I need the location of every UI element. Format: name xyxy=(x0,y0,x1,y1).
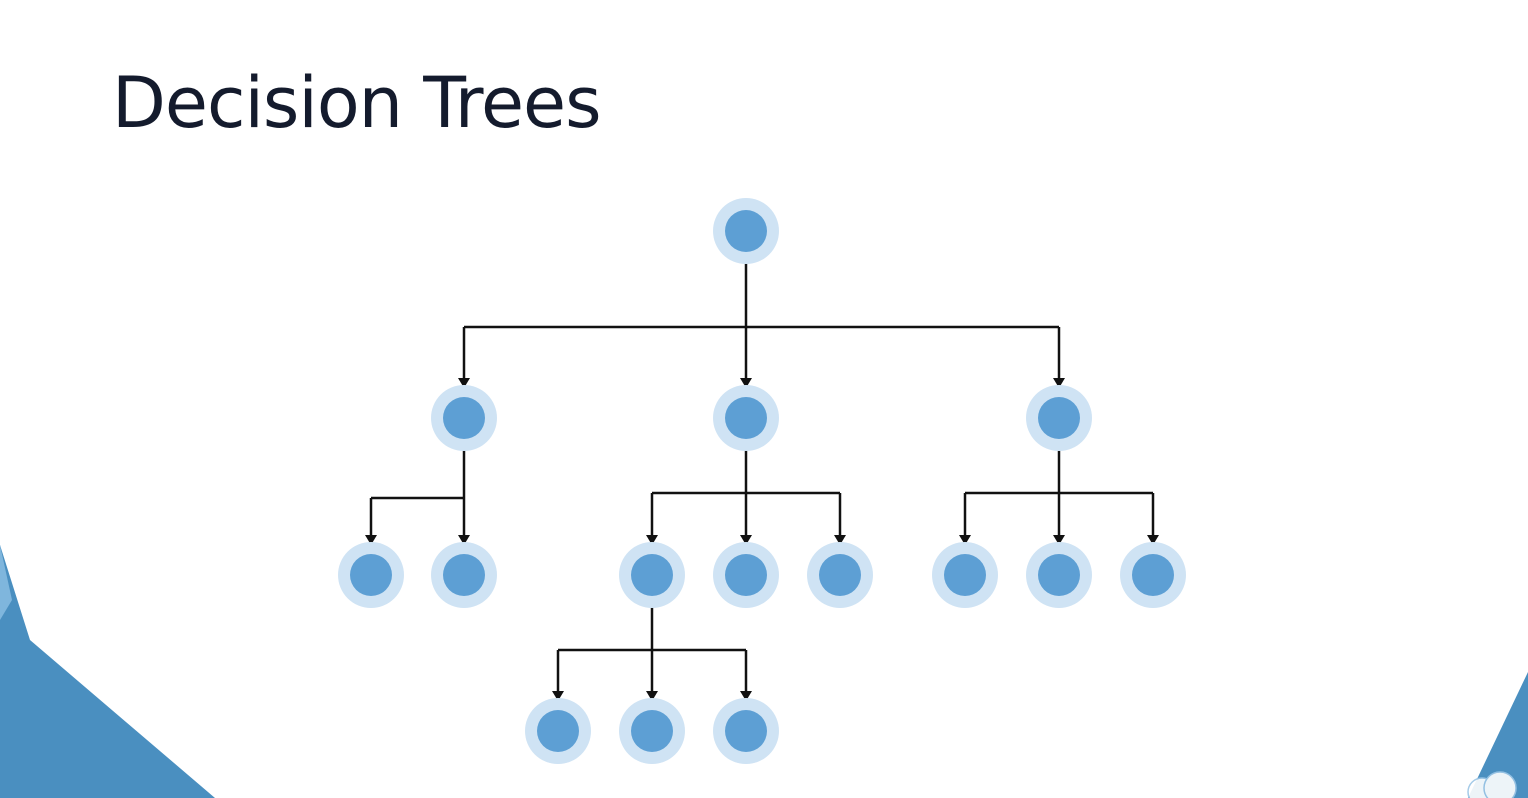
tree-node xyxy=(1026,385,1092,451)
right-corner-shape xyxy=(1468,672,1528,798)
root-node xyxy=(713,198,779,264)
tree-node xyxy=(713,698,779,764)
node-core xyxy=(725,210,767,252)
node-core xyxy=(350,554,392,596)
tree-node xyxy=(1026,542,1092,608)
node-core xyxy=(631,710,673,752)
left-corner-highlight xyxy=(0,545,12,620)
node-core xyxy=(944,554,986,596)
tree-node xyxy=(619,542,685,608)
tree-node xyxy=(932,542,998,608)
node-core xyxy=(725,554,767,596)
left-corner-shape xyxy=(0,545,215,798)
tree-node xyxy=(431,542,497,608)
node-core xyxy=(1132,554,1174,596)
cloud-icon xyxy=(1467,771,1517,798)
tree-node xyxy=(1120,542,1186,608)
node-core xyxy=(1038,554,1080,596)
node-core xyxy=(443,554,485,596)
node-core xyxy=(819,554,861,596)
node-core xyxy=(725,710,767,752)
slide-title: Decision Trees xyxy=(112,62,602,144)
tree-node xyxy=(713,542,779,608)
node-core xyxy=(443,397,485,439)
tree-node xyxy=(338,542,404,608)
tree-edges xyxy=(365,260,1159,701)
tree-node xyxy=(525,698,591,764)
tree-node xyxy=(713,385,779,451)
node-core xyxy=(725,397,767,439)
tree-node xyxy=(807,542,873,608)
node-core xyxy=(1038,397,1080,439)
node-core xyxy=(631,554,673,596)
node-core xyxy=(537,710,579,752)
tree-nodes xyxy=(338,198,1186,764)
tree-node xyxy=(431,385,497,451)
tree-node xyxy=(619,698,685,764)
